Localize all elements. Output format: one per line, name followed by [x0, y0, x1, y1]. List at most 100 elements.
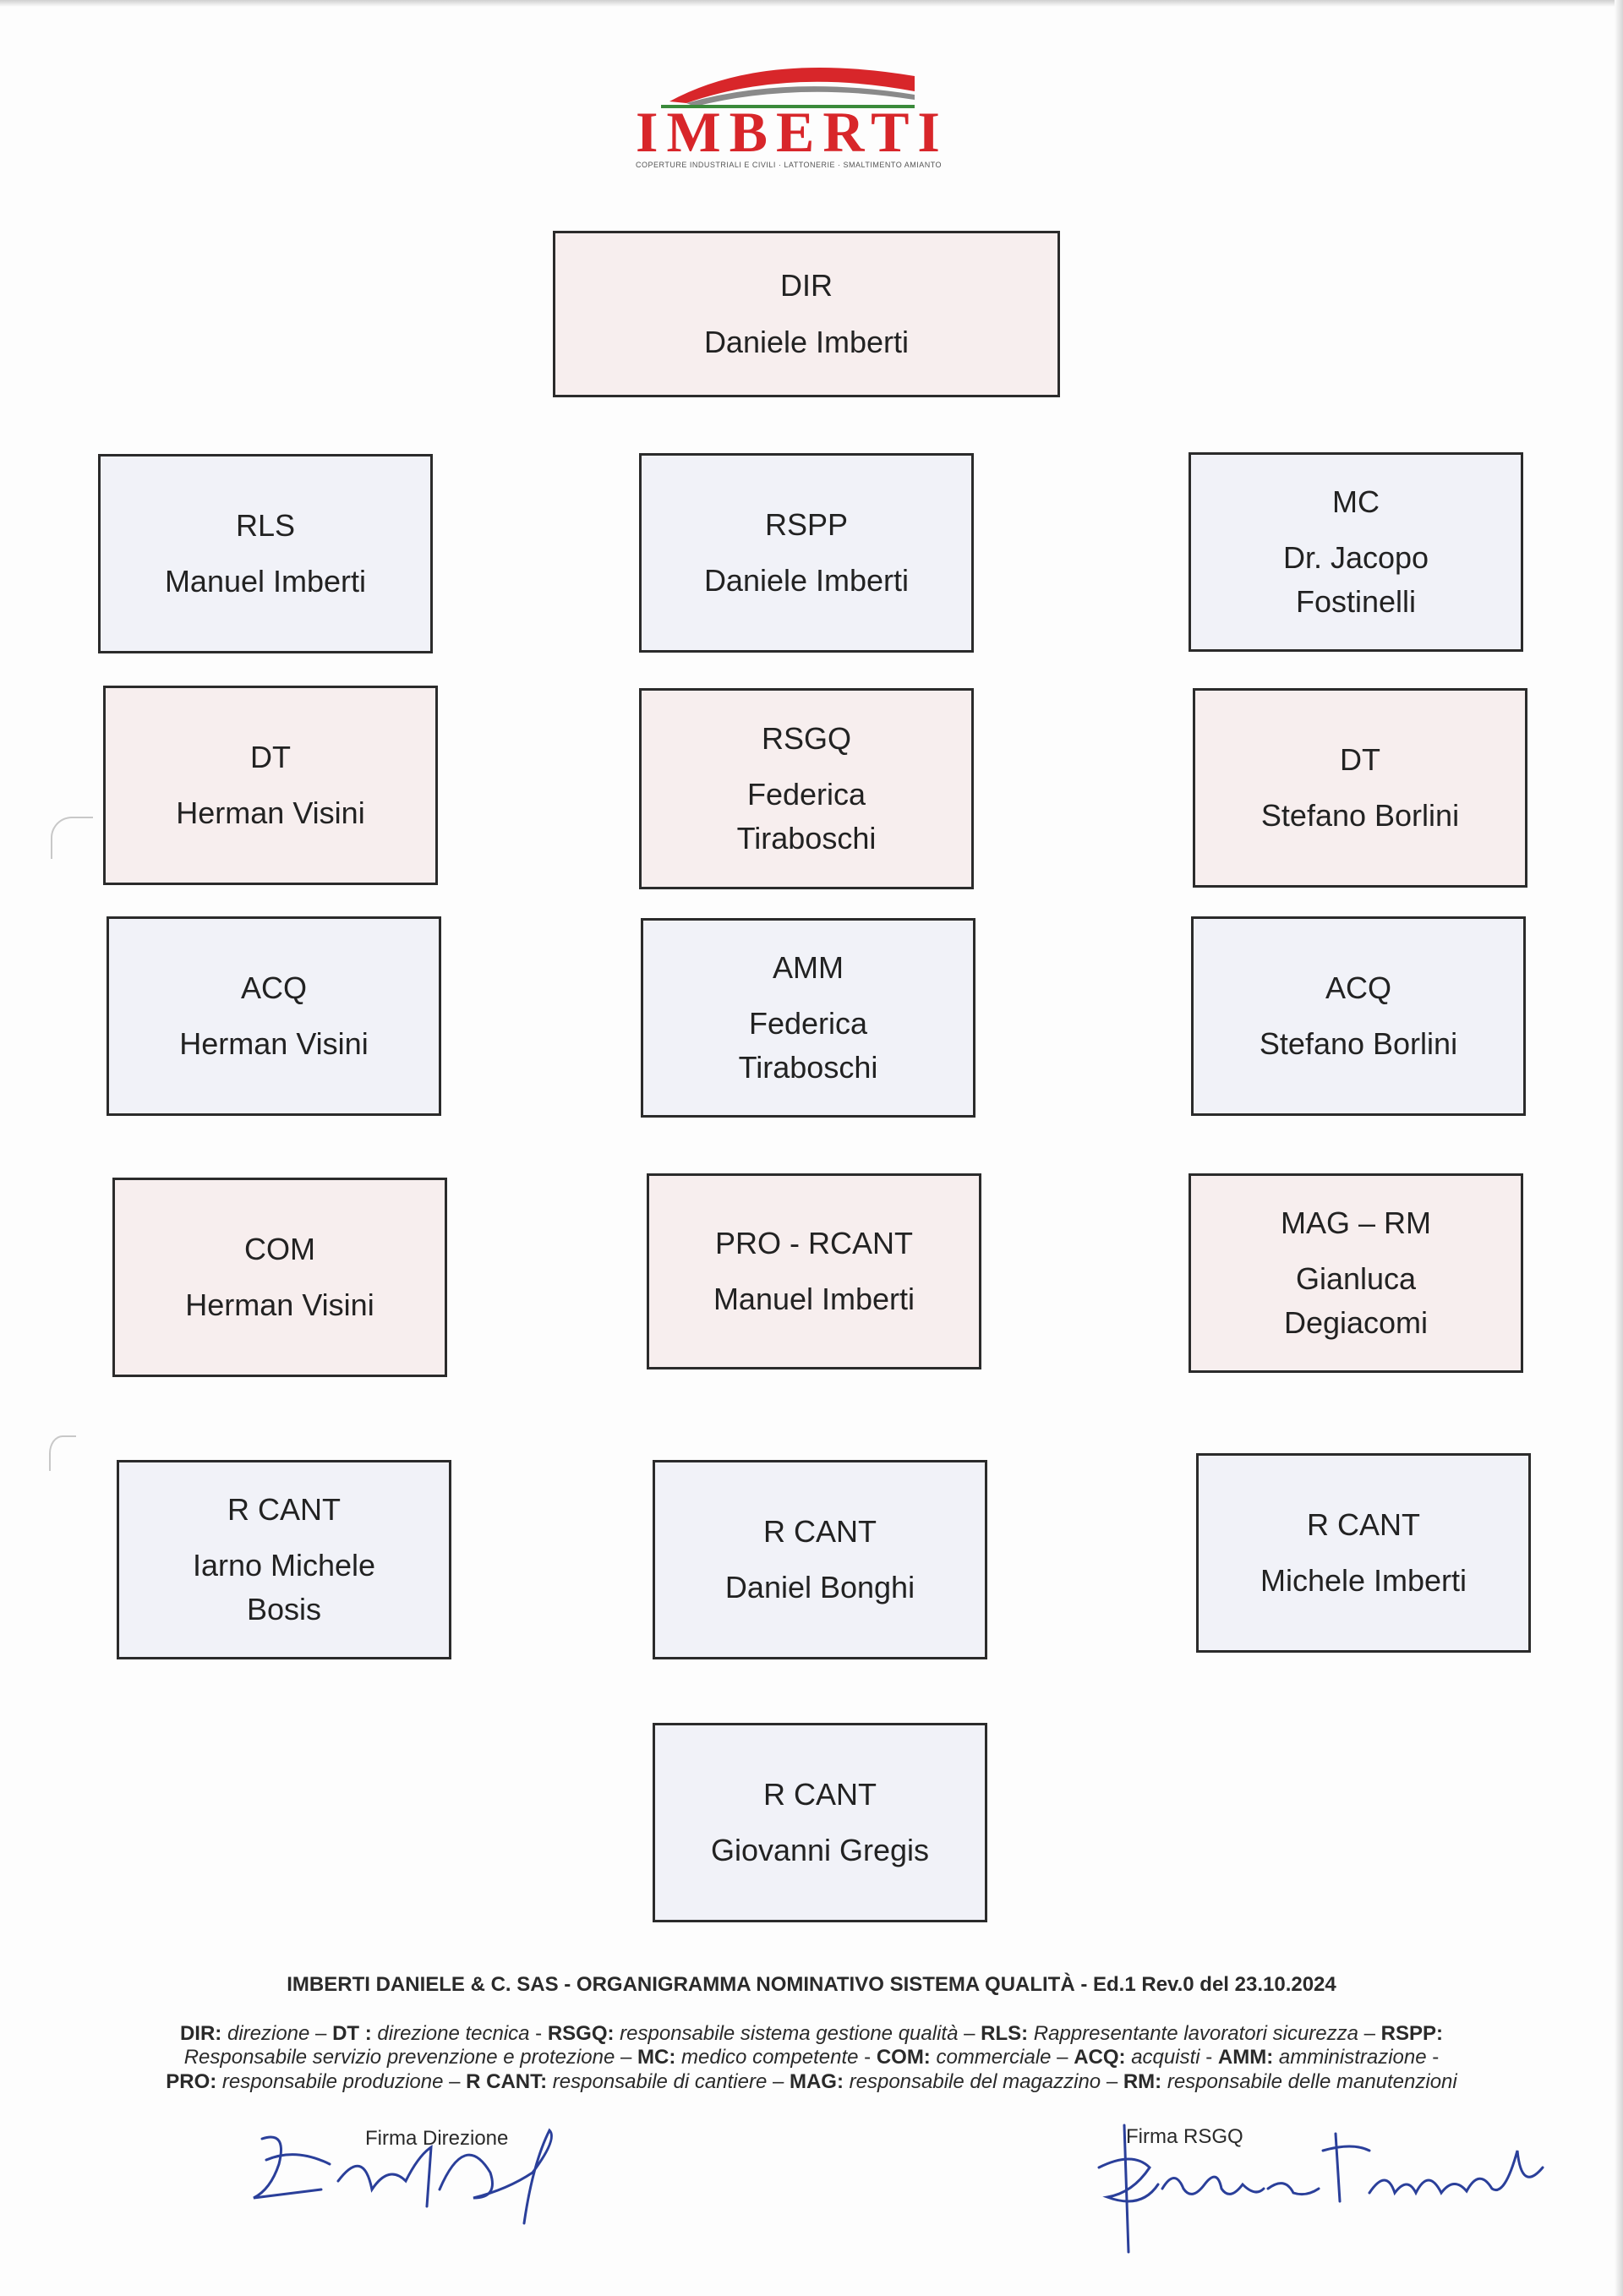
signature-label-direzione: Firma Direzione [365, 2127, 509, 2150]
org-role: ACQ [1325, 970, 1391, 1005]
legend-separator: – [615, 2046, 638, 2069]
org-person: Daniele Imberti [703, 324, 910, 359]
legend-abbreviation: DIR: [179, 2022, 222, 2045]
org-person: Federica Tiraboschi [736, 776, 877, 856]
legend-description: amministrazione [1278, 2046, 1427, 2069]
legend-separator: – [309, 2022, 333, 2045]
org-box-r-cant: R CANT Giovanni Gregis [653, 1723, 987, 1922]
org-role: COM [244, 1231, 315, 1266]
legend-abbreviation: RSPP: [1380, 2022, 1444, 2045]
legend-separator: - [529, 2022, 548, 2045]
legend-abbreviation: DT : [332, 2022, 372, 2045]
org-person: Herman Visini [179, 1026, 369, 1061]
legend-description: responsabile del magazzino [849, 2069, 1101, 2093]
legend-description: acquisti [1131, 2046, 1200, 2069]
org-box-acq: ACQ Herman Visini [107, 916, 441, 1116]
legend-abbreviation: R CANT: [466, 2069, 548, 2093]
roof-arch-graphic [661, 68, 915, 108]
org-box-r-cant: R CANT Iarno Michele Bosis [117, 1460, 451, 1659]
org-box-pro-rcant: PRO - RCANT Manuel Imberti [647, 1173, 981, 1369]
signature-label-rsgq: Firma RSGQ [1126, 2125, 1243, 2148]
org-box-mag-rm: MAG – RM Gianluca Degiacomi [1189, 1173, 1523, 1373]
org-person: Herman Visini [185, 1287, 374, 1322]
org-box-amm: AMM Federica Tiraboschi [641, 918, 975, 1118]
org-person: Stefano Borlini [1259, 1026, 1458, 1061]
legend-separator: – [1051, 2046, 1074, 2069]
org-role: MC [1332, 484, 1380, 519]
legend-separator: – [443, 2069, 467, 2093]
legend-abbreviation: RLS: [981, 2022, 1029, 2045]
legend-description: medico competente [681, 2046, 859, 2069]
legend-separator: – [1101, 2069, 1123, 2093]
org-person: Giovanni Gregis [710, 1833, 930, 1867]
org-box-r-cant: R CANT Daniel Bonghi [653, 1460, 987, 1659]
document-title: IMBERTI DANIELE & C. SAS - ORGANIGRAMMA … [287, 1973, 1336, 1996]
legend-abbreviation: COM: [876, 2046, 931, 2069]
org-person: Manuel Imberti [164, 564, 367, 599]
rsgq-signature [1097, 2124, 1544, 2254]
org-role: R CANT [227, 1491, 341, 1527]
org-box-dt: DT Herman Visini [103, 686, 438, 885]
legend-separator: - [1426, 2046, 1440, 2069]
org-role: ACQ [240, 970, 307, 1005]
legend-description: Rappresentante lavoratori sicurezza [1033, 2022, 1358, 2045]
scan-edge [1615, 0, 1623, 2296]
legend-description: commerciale [936, 2046, 1052, 2069]
org-person: Gianluca Degiacomi [1283, 1260, 1429, 1341]
org-box-dir: DIR Daniele Imberti [553, 231, 1060, 397]
punch-hole-mark [51, 817, 93, 859]
org-box-com: COM Herman Visini [112, 1178, 447, 1377]
legend-abbreviation: MC: [637, 2046, 676, 2069]
org-role: DIR [780, 268, 833, 303]
punch-hole-mark [49, 1435, 76, 1471]
abbreviation-legend: DIR: direzione – DT : direzione tecnica … [161, 2022, 1462, 2094]
logo-wordmark: IMBERTI [636, 100, 948, 164]
scan-edge [0, 0, 1623, 7]
org-box-rls: RLS Manuel Imberti [98, 454, 433, 653]
direzione-signature [253, 2128, 553, 2225]
legend-description: direzione tecnica [377, 2022, 530, 2045]
legend-separator: - [858, 2046, 877, 2069]
legend-description: responsabile sistema gestione qualità [620, 2022, 959, 2045]
legend-separator: – [767, 2069, 790, 2093]
legend-separator: – [958, 2022, 981, 2045]
legend-abbreviation: MAG: [789, 2069, 844, 2093]
legend-separator: - [1199, 2046, 1218, 2069]
legend-description: Responsabile servizio prevenzione e prot… [183, 2046, 615, 2069]
org-person: Daniel Bonghi [724, 1570, 915, 1604]
org-person: Manuel Imberti [713, 1282, 915, 1316]
org-box-mc: MC Dr. Jacopo Fostinelli [1189, 452, 1523, 652]
org-box-r-cant: R CANT Michele Imberti [1196, 1453, 1531, 1653]
org-box-rsgq: RSGQ Federica Tiraboschi [639, 688, 974, 889]
org-person: Herman Visini [176, 795, 365, 830]
org-box-rspp: RSPP Daniele Imberti [639, 453, 974, 653]
org-role: RSGQ [761, 720, 851, 756]
org-person: Michele Imberti [1260, 1563, 1467, 1598]
legend-abbreviation: ACQ: [1074, 2046, 1126, 2069]
legend-description: responsabile di cantiere [552, 2069, 768, 2093]
org-role: PRO - RCANT [715, 1225, 913, 1260]
org-role: DT [1340, 741, 1380, 777]
org-role: RLS [235, 507, 296, 543]
org-role: R CANT [763, 1513, 877, 1549]
logo-tagline: COPERTURE INDUSTRIALI E CIVILI · LATTONE… [636, 161, 943, 169]
org-role: AMM [773, 949, 844, 985]
org-role: MAG – RM [1280, 1205, 1431, 1240]
legend-description: responsabile delle manutenzioni [1167, 2069, 1457, 2093]
org-person: Daniele Imberti [703, 563, 910, 598]
org-role: R CANT [1307, 1506, 1420, 1542]
legend-abbreviation: RSGQ: [547, 2022, 615, 2045]
org-person: Dr. Jacopo Fostinelli [1282, 539, 1429, 620]
org-role: DT [250, 739, 291, 774]
org-box-dt: DT Stefano Borlini [1193, 688, 1527, 888]
org-role: RSPP [764, 506, 849, 542]
org-box-acq: ACQ Stefano Borlini [1191, 916, 1526, 1116]
org-person: Iarno Michele Bosis [192, 1547, 376, 1627]
legend-abbreviation: PRO: [166, 2069, 217, 2093]
company-logo: IMBERTI COPERTURE INDUSTRIALI E CIVILI ·… [636, 51, 948, 178]
legend-description: responsabile produzione [221, 2069, 444, 2093]
org-person: Stefano Borlini [1260, 798, 1460, 833]
legend-description: direzione [227, 2022, 310, 2045]
org-person: Federica Tiraboschi [738, 1005, 878, 1085]
legend-abbreviation: RM: [1123, 2069, 1162, 2093]
